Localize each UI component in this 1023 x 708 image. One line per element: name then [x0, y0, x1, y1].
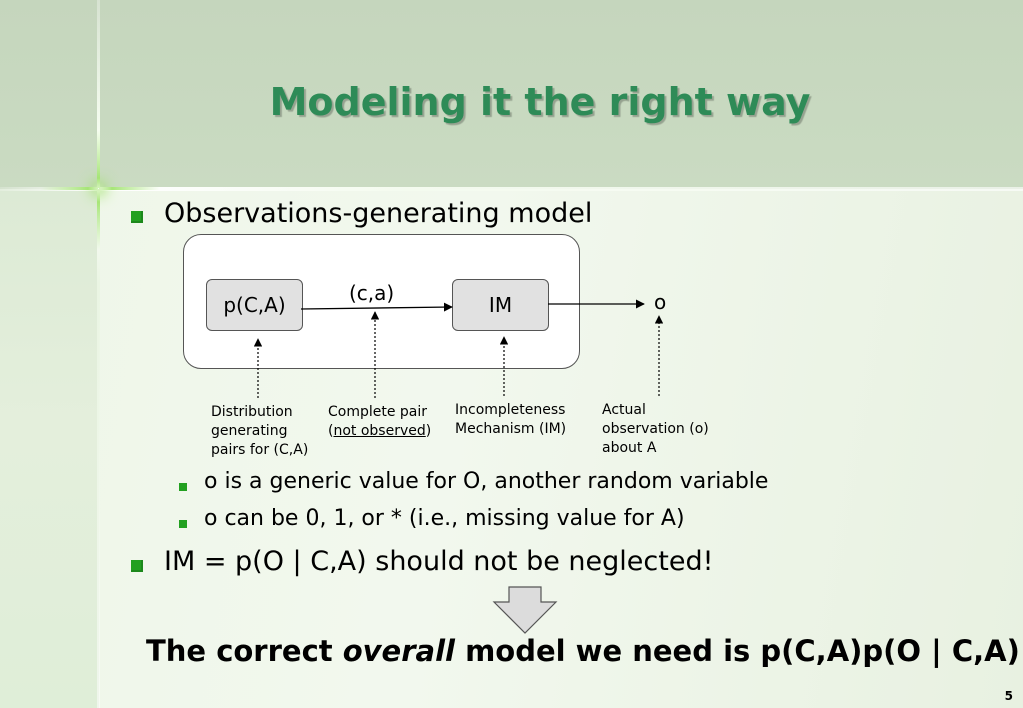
- down-arrow-icon: [492, 586, 558, 634]
- output-label-o: o: [654, 290, 667, 314]
- slide-title: Modeling it the right way: [269, 80, 811, 124]
- bullet-observations-model: Observations-generating model: [164, 198, 593, 229]
- sub-bullet-marker: [179, 483, 187, 491]
- sub-bullet-possible-values: o can be 0, 1, or * (i.e., missing value…: [204, 506, 685, 531]
- annotation-complete-pair: Complete pair (not observed): [328, 404, 432, 439]
- edge-label-complete-pair: (c,a): [349, 281, 395, 305]
- bullet-im-not-neglected: IM = p(O | C,A) should not be neglected!: [164, 546, 714, 577]
- sparkle-horizontal: [40, 187, 160, 190]
- arrow-dist-to-im: [300, 302, 453, 312]
- node-incompleteness-mechanism: IM: [452, 279, 549, 331]
- bullet-marker: [131, 211, 143, 223]
- node-distribution: p(C,A): [206, 279, 303, 331]
- annotation-actual-observation: Actual observation (o) about A: [602, 402, 709, 456]
- page-number: 5: [1004, 689, 1013, 703]
- annotation-distribution: Distribution generating pairs for (C,A): [211, 404, 309, 458]
- conclusion-statement: The correct overall model we need is p(C…: [146, 634, 1020, 668]
- title-band-background: [0, 0, 1023, 189]
- sub-bullet-generic-value: o is a generic value for O, another rand…: [204, 469, 769, 494]
- vertical-divider-glow: [97, 0, 100, 708]
- bullet-marker: [131, 560, 143, 572]
- sparkle-vertical: [97, 130, 100, 250]
- annotation-mechanism: Incompleteness Mechanism (IM): [455, 402, 567, 437]
- sub-bullet-marker: [179, 520, 187, 528]
- horizontal-divider-glow: [0, 187, 1023, 191]
